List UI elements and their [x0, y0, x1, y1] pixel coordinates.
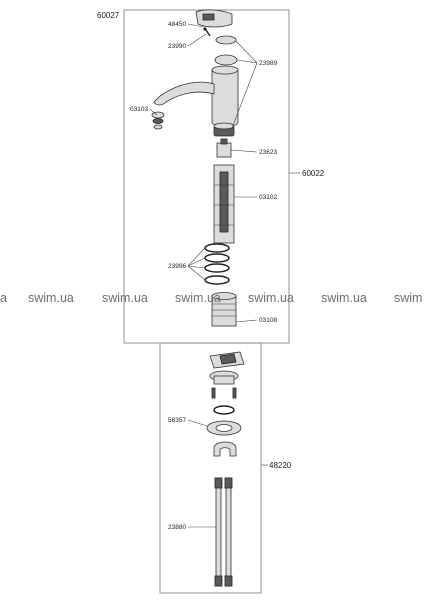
horseshoe-washer [213, 441, 237, 457]
o-ring-4 [204, 275, 230, 285]
watermark-5: swim.ua [321, 291, 367, 305]
cartridge-nut [213, 122, 235, 137]
leader-23996-b [187, 257, 206, 267]
watermark-3: swim.ua [175, 291, 221, 305]
watermark-partial-right: swim [394, 291, 422, 305]
watermark-4: swim.ua [248, 291, 294, 305]
leader-23989-a [235, 40, 258, 64]
leader-23623 [230, 149, 258, 153]
part-label-23989: 23989 [259, 60, 277, 67]
cap-disc [214, 54, 238, 66]
leader-23989-b [236, 59, 258, 64]
group-label-60027: 60027 [97, 11, 120, 20]
part-label-03108: 03108 [259, 317, 277, 324]
handle-screw [203, 27, 211, 37]
leader-58357 [187, 419, 208, 427]
leader-23989-c [231, 62, 258, 129]
group-label-48220: 48220 [269, 461, 292, 470]
base-seal [213, 405, 235, 415]
o-ring-2 [204, 253, 230, 263]
threaded-sleeve [211, 292, 237, 327]
o-ring-1 [204, 243, 230, 253]
group-label-60022: 60022 [302, 169, 325, 178]
part-label-58357: 58357 [168, 417, 186, 424]
watermark-2: swim.ua [102, 291, 148, 305]
base-plate [209, 351, 245, 369]
part-label-03103: 03103 [130, 106, 148, 113]
fixing-nut [206, 420, 242, 436]
leader-23990 [187, 33, 207, 47]
leader-03108 [235, 319, 258, 323]
leader-23996-a [187, 247, 206, 267]
leader-03103 [149, 108, 158, 116]
part-label-23623: 23623 [259, 149, 277, 156]
leader-48450 [187, 23, 205, 28]
leader-23996-c [187, 265, 206, 269]
watermark-1: swim.ua [28, 291, 74, 305]
cartridge-stack [213, 164, 235, 244]
body-cylinder [211, 69, 239, 127]
cartridge [216, 138, 232, 158]
part-label-03102: 03102 [259, 194, 277, 201]
watermark-partial-left: a [0, 291, 7, 305]
spout [153, 81, 215, 106]
part-label-48450: 48450 [168, 21, 186, 28]
flexible-hoses [214, 477, 233, 587]
part-label-23880: 23880 [168, 524, 186, 531]
aerator [151, 111, 165, 130]
leader-23996-d [187, 265, 206, 281]
lower-assembly-frame [159, 342, 262, 594]
body-cylinder-top [211, 65, 239, 75]
cap-ring [215, 35, 237, 45]
part-label-23996: 23996 [168, 263, 186, 270]
lever-handle [195, 9, 233, 28]
fixing-studs [211, 387, 237, 399]
base-flange [209, 370, 239, 385]
part-label-23990: 23990 [168, 43, 186, 50]
o-ring-3 [204, 263, 230, 273]
